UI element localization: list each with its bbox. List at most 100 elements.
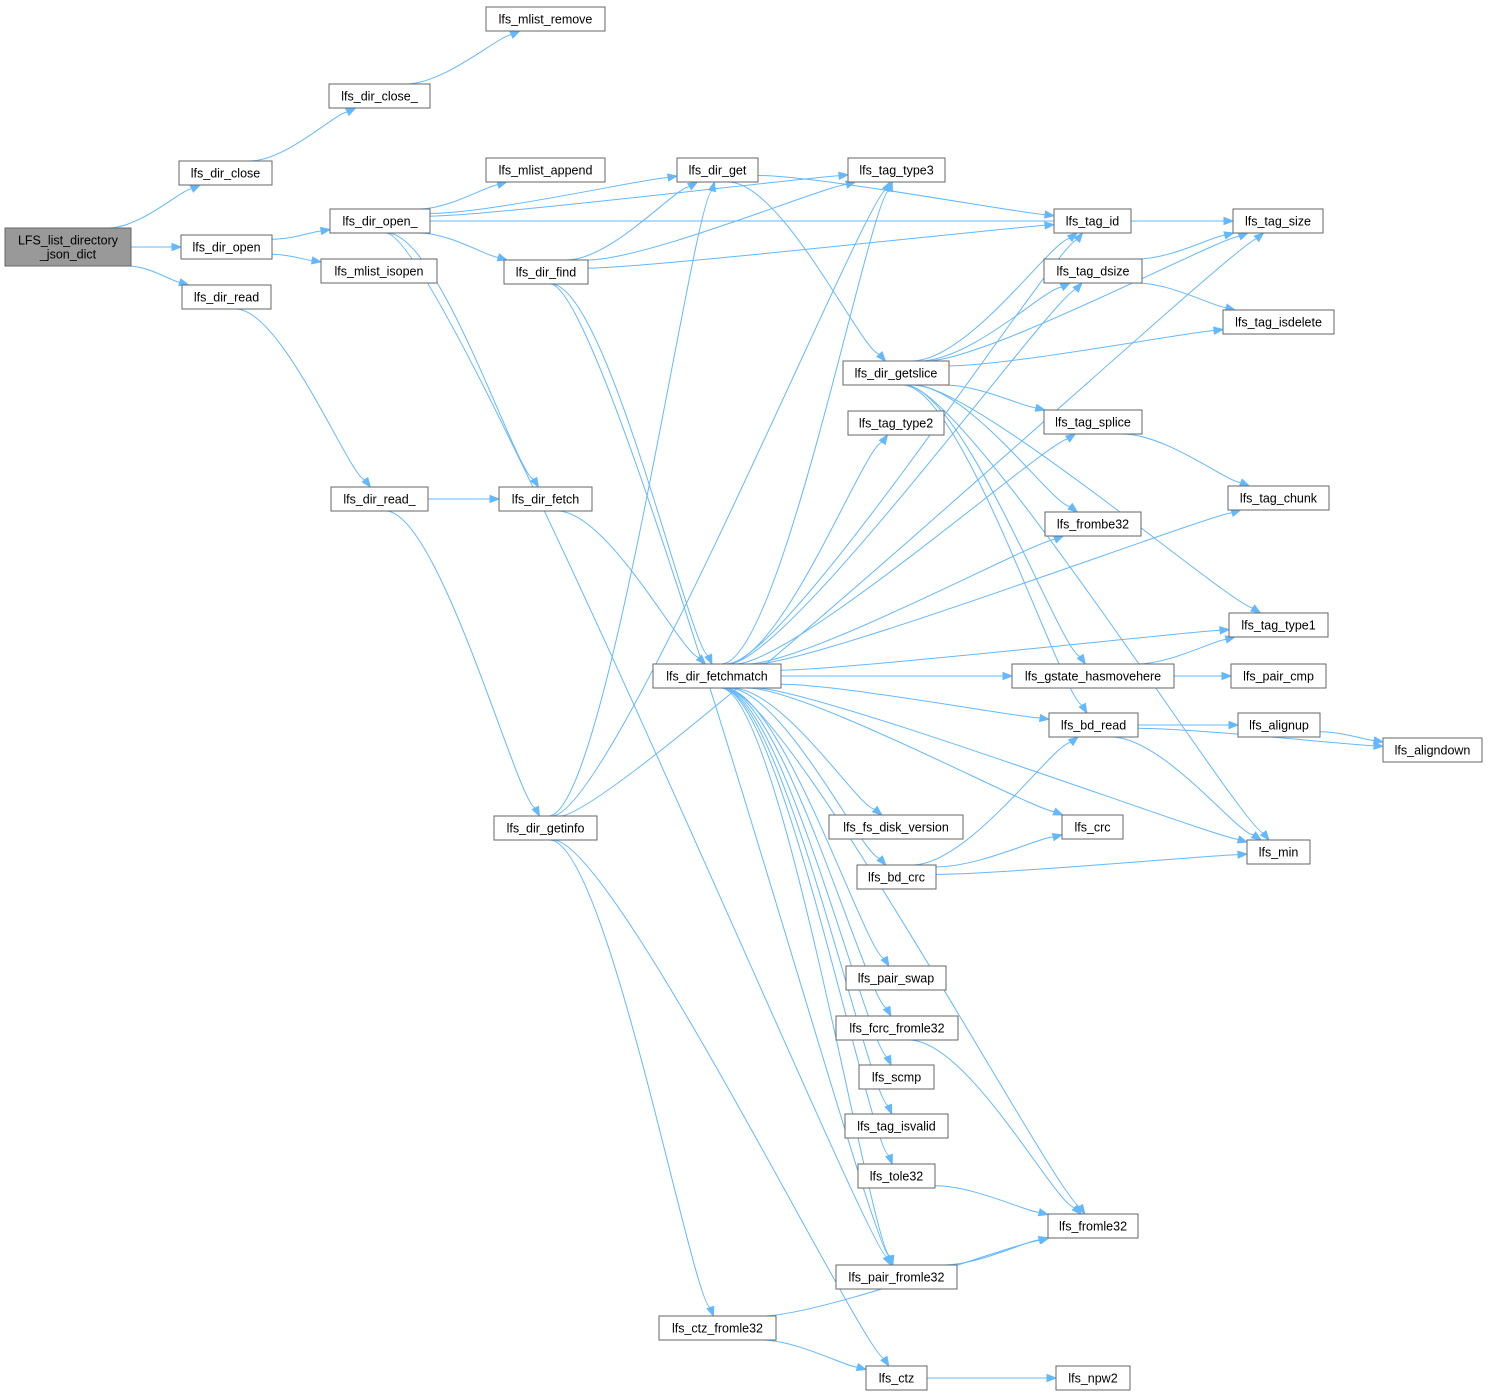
edges-layer (108, 30, 1385, 1383)
node-ctz[interactable]: lfs_ctz (865, 1365, 928, 1391)
node-tag-type3[interactable]: lfs_tag_type3 (847, 157, 946, 183)
node-box (858, 1064, 935, 1090)
node-pair-cmp[interactable]: lfs_pair_cmp (1230, 663, 1327, 689)
edge-dir_getinfo-to-tag_type3 (551, 180, 891, 817)
node-box (835, 1015, 959, 1041)
node-npw2[interactable]: lfs_npw2 (1055, 1365, 1131, 1391)
edge-line (1137, 234, 1225, 260)
node-dir-read-[interactable]: lfs_dir_read_ (330, 486, 429, 512)
node-tag-id[interactable]: lfs_tag_id (1053, 208, 1132, 234)
node-label: lfs_dir_open_ (342, 215, 418, 229)
edge-dir_fetchmatch-to-gstate_hasmovehere (780, 671, 1014, 681)
node-dir-get[interactable]: lfs_dir_get (676, 157, 759, 183)
edge-dir_get-to-dir_getslice (728, 181, 887, 363)
node-tag-type2[interactable]: lfs_tag_type2 (847, 410, 945, 436)
arrowhead (876, 855, 887, 867)
edge-line (1136, 638, 1227, 665)
node-min[interactable]: lfs_min (1246, 839, 1311, 865)
node-mlist-append[interactable]: lfs_mlist_append (485, 157, 606, 183)
node-tag-splice[interactable]: lfs_tag_splice (1043, 409, 1143, 435)
node-root[interactable]: LFS_list_directory_json_dict (4, 227, 132, 267)
node-tag-type1[interactable]: lfs_tag_type1 (1228, 612, 1329, 638)
node-dir-fetch[interactable]: lfs_dir_fetch (498, 486, 593, 512)
node-box (1230, 663, 1327, 689)
edge-line (746, 538, 1056, 665)
edge-dir_getslice-to-tag_splice (944, 384, 1047, 412)
node-gstate-hasmovehere[interactable]: lfs_gstate_hasmovehere (1011, 663, 1175, 689)
node-box (498, 486, 593, 512)
node-label: LFS_list_directory (18, 234, 119, 248)
edge-dir_getinfo-to-ctz (553, 839, 890, 1368)
node-tag-isvalid[interactable]: lfs_tag_isvalid (844, 1113, 949, 1139)
node-label: _json_dict (39, 248, 97, 262)
node-aligndown[interactable]: lfs_aligndown (1382, 737, 1483, 763)
node-box (1227, 485, 1330, 511)
node-label: lfs_pair_swap (858, 972, 934, 986)
node-dir-close-[interactable]: lfs_dir_close_ (328, 83, 431, 109)
arrowhead (1228, 720, 1240, 730)
node-ctz-fromle32[interactable]: lfs_ctz_fromle32 (658, 1315, 777, 1341)
node-dir-close[interactable]: lfs_dir_close (178, 160, 273, 186)
node-mlist-remove[interactable]: lfs_mlist_remove (485, 6, 606, 32)
node-tag-dsize[interactable]: lfs_tag_dsize (1043, 258, 1143, 284)
node-bd-read[interactable]: lfs_bd_read (1048, 712, 1139, 738)
node-fs-disk-version[interactable]: lfs_fs_disk_version (828, 814, 964, 840)
edge-fcrc_fromle32-to-fromle32 (908, 1039, 1083, 1215)
edge-line (935, 836, 1054, 868)
node-fcrc-fromle32[interactable]: lfs_fcrc_fromle32 (835, 1015, 959, 1041)
node-label: lfs_frombe32 (1057, 518, 1129, 532)
node-label: lfs_dir_fetchmatch (666, 670, 767, 684)
node-dir-fetchmatch[interactable]: lfs_dir_fetchmatch (652, 663, 782, 689)
node-box (1055, 1365, 1131, 1391)
node-dir-getslice[interactable]: lfs_dir_getslice (842, 360, 950, 386)
node-fromle32[interactable]: lfs_fromle32 (1047, 1213, 1139, 1239)
arrowhead (883, 1054, 892, 1067)
edge-dir_open_-to-pair_fromle32 (385, 232, 892, 1267)
edge-line (385, 510, 536, 809)
edge-line (1110, 736, 1254, 836)
edge-dir_close-to-dir_close_ (249, 107, 357, 162)
node-label: lfs_dir_close_ (341, 90, 418, 104)
node-pair-swap[interactable]: lfs_pair_swap (845, 965, 947, 991)
node-dir-getinfo[interactable]: lfs_dir_getinfo (493, 815, 598, 841)
node-dir-open-[interactable]: lfs_dir_open_ (329, 208, 431, 234)
node-box (4, 227, 132, 267)
edge-line (934, 1185, 1040, 1213)
node-tag-size[interactable]: lfs_tag_size (1232, 208, 1324, 234)
node-mlist-isopen[interactable]: lfs_mlist_isopen (320, 258, 438, 284)
node-dir-find[interactable]: lfs_dir_find (503, 259, 589, 285)
edge-dir_open_-to-tag_size (430, 216, 1235, 226)
node-bd-crc[interactable]: lfs_bd_crc (856, 864, 937, 890)
node-frombe32[interactable]: lfs_frombe32 (1044, 511, 1142, 537)
arrowhead (1059, 282, 1072, 292)
edge-dir_fetchmatch-to-bd_crc (727, 687, 887, 867)
node-box (1043, 409, 1143, 435)
node-box (1061, 814, 1124, 840)
edge-line (721, 190, 890, 665)
edge-dir_fetchmatch-to-pair_fromle32 (720, 687, 895, 1267)
edge-dir_open_-to-dir_fetch (387, 232, 540, 489)
node-dir-open[interactable]: lfs_dir_open (180, 234, 273, 260)
node-crc[interactable]: lfs_crc (1061, 814, 1124, 840)
node-dir-read[interactable]: lfs_dir_read (181, 284, 272, 310)
node-tag-chunk[interactable]: lfs_tag_chunk (1227, 485, 1330, 511)
arrowhead (882, 1005, 892, 1018)
arrowhead (1046, 1373, 1058, 1383)
arrowhead (1238, 478, 1251, 487)
edge-dir_fetchmatch-to-tag_isvalid (721, 687, 893, 1116)
edge-tag_splice-to-tag_chunk (1122, 433, 1251, 487)
node-box (329, 208, 431, 234)
node-scmp[interactable]: lfs_scmp (858, 1064, 935, 1090)
node-tag-isdelete[interactable]: lfs_tag_isdelete (1222, 309, 1335, 335)
edge-dir_close_-to-mlist_remove (405, 30, 521, 85)
node-pair-fromle32[interactable]: lfs_pair_fromle32 (835, 1264, 958, 1290)
edge-line (911, 238, 1071, 362)
edge-line (108, 188, 192, 229)
edge-ctz-to-npw2 (927, 1373, 1058, 1383)
edge-dir_getinfo-to-tag_size (559, 232, 1265, 817)
edge-line (903, 384, 1081, 657)
node-tole32[interactable]: lfs_tole32 (857, 1163, 936, 1189)
node-alignup[interactable]: lfs_alignup (1237, 712, 1321, 738)
edge-bd_crc-to-crc (935, 833, 1064, 868)
node-box (1237, 712, 1321, 738)
